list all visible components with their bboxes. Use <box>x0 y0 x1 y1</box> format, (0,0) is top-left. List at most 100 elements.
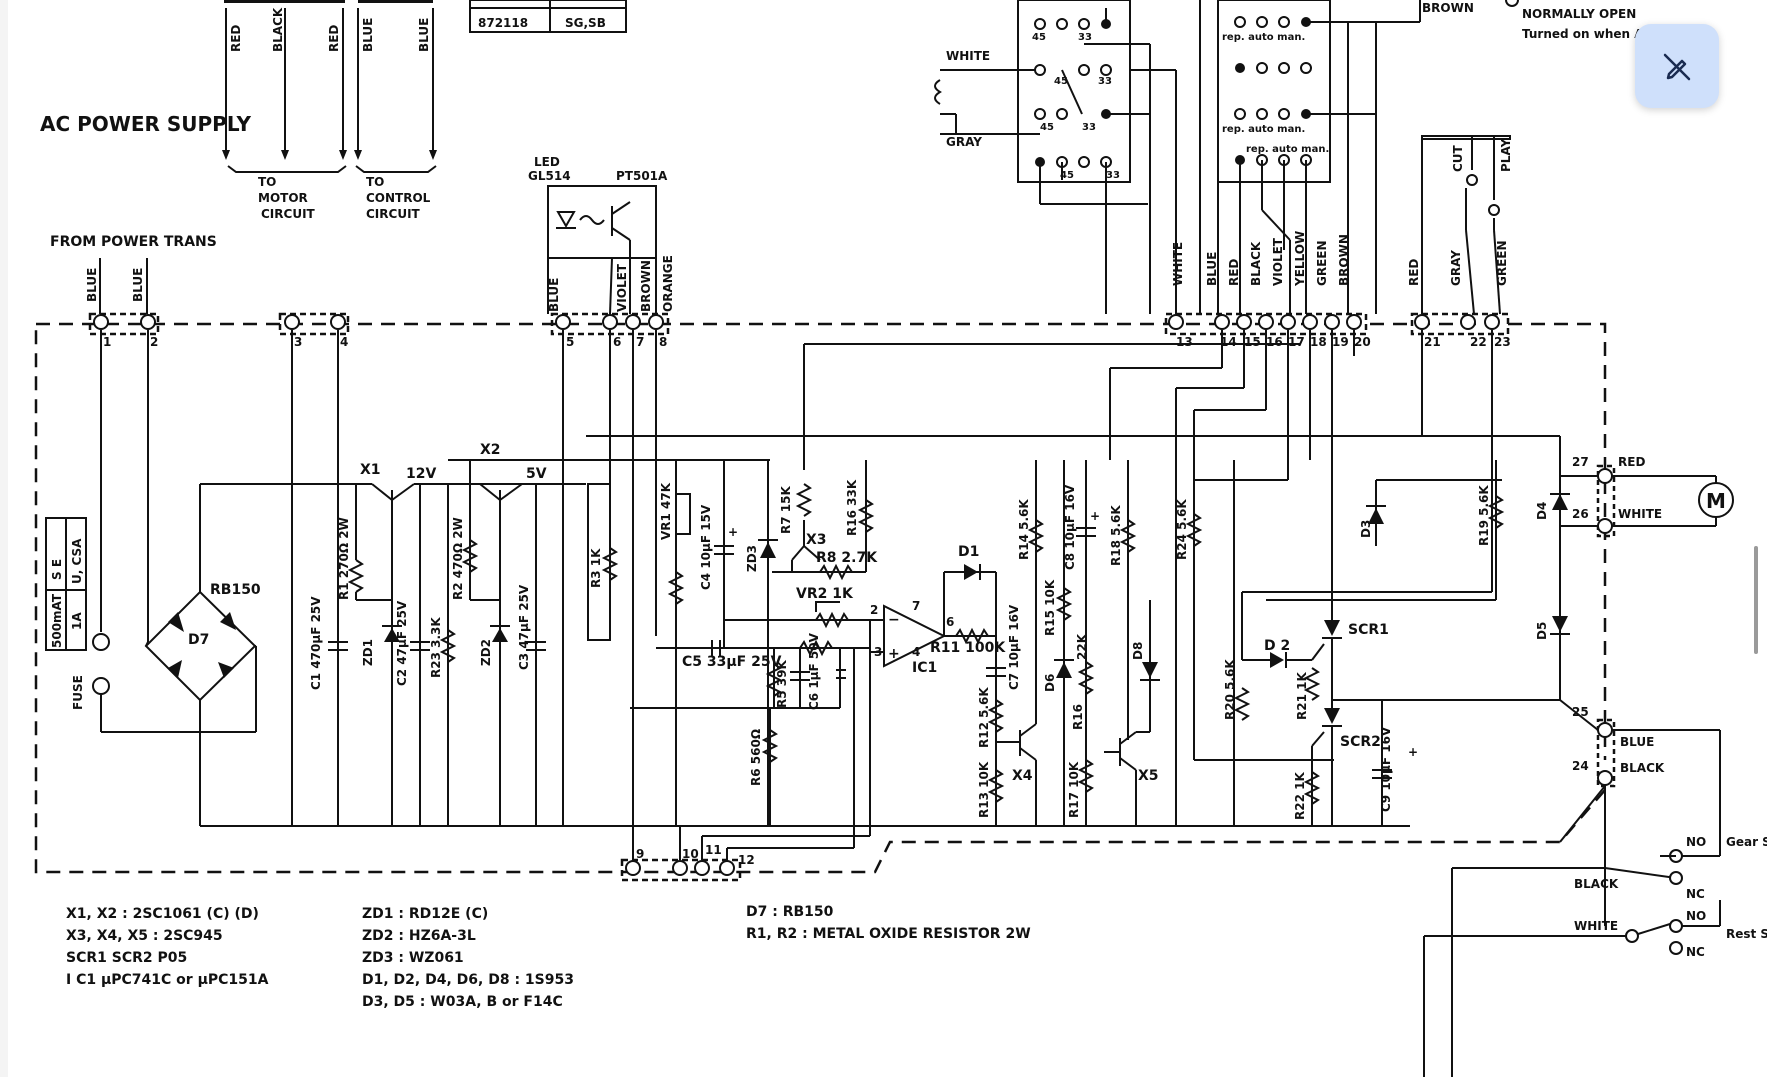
d8-label: D8 <box>1131 642 1145 660</box>
wire-gray-22: GRAY <box>1449 250 1463 286</box>
fuse-rating-1: 500mAT <box>50 593 64 648</box>
legend-col3-line2: R1, R2 : METAL OXIDE RESISTOR 2W <box>746 926 1031 942</box>
c6-label: C6 1μF 50V <box>807 632 821 710</box>
top-wire-blue-2: BLUE <box>417 18 431 52</box>
fuse-rating-3: S E <box>50 559 64 580</box>
capacitor-c2: C2 47μF 25V <box>395 484 430 826</box>
cut-label: CUT <box>1451 144 1465 172</box>
no-label-1: NO <box>1686 835 1706 849</box>
d1-label: D1 <box>958 544 979 560</box>
fuse: FUSE 500mAT 1A S E U, CSA <box>45 517 256 733</box>
bridge-rb150-label: RB150 <box>210 582 261 598</box>
led-part-label: GL514 <box>528 169 571 183</box>
top-wire-blue-1: BLUE <box>361 18 375 52</box>
x5-label: X5 <box>1138 768 1159 784</box>
c3-label: C3 47μF 25V <box>517 584 531 670</box>
legend-col2-line2: ZD2 : HZ6A-3L <box>362 928 476 944</box>
pin-9: 9 <box>636 847 644 861</box>
wire-blue-1: BLUE <box>85 268 99 302</box>
switch-white-label: WHITE <box>1574 919 1618 933</box>
d2-label: D 2 <box>1264 638 1290 654</box>
vr1-label: VR1 47K <box>659 482 673 540</box>
wire-black-16: BLACK <box>1249 241 1263 286</box>
wire-white-13: WHITE <box>1171 242 1185 286</box>
normally-open-text: NORMALLY OPEN <box>1522 7 1636 21</box>
pin-1: 1 <box>103 335 111 349</box>
motor-white-label: WHITE <box>1618 507 1662 521</box>
wire-brown: BROWN <box>639 260 653 312</box>
timing-section: R14 5.6K R15 10K D6 C8 10μF 16V + 22K R1… <box>1017 460 1160 826</box>
fuse-rating-4: U, CSA <box>70 538 84 584</box>
r6-label: R6 560Ω <box>749 729 763 786</box>
to-motor-3: CIRCUIT <box>261 207 316 221</box>
wire-red-21: RED <box>1407 259 1421 286</box>
c4-plus: + <box>728 525 738 539</box>
wire-violet: VIOLET <box>615 263 629 312</box>
r20-label: R20 5.6K <box>1223 659 1237 720</box>
to-motor-1: TO <box>258 175 276 189</box>
wire-green-19: GREEN <box>1315 240 1329 286</box>
pin-7: 7 <box>636 335 644 349</box>
wire-green-23: GREEN <box>1495 240 1509 286</box>
r16-label: R16 <box>1071 704 1085 730</box>
pt-part-label: PT501A <box>616 169 668 183</box>
r23-label: R23 3.3K <box>429 617 443 678</box>
annotate-toggle-button[interactable] <box>1635 24 1719 108</box>
k22-label: 22K <box>1075 633 1089 660</box>
connector-13-23: WHITE BLUE RED BLACK VIOLET YELLOW GREEN… <box>1109 231 1511 826</box>
top-wire-group: RED BLACK RED BLUE BLUE TO MOTOR CIRCUIT… <box>222 0 437 221</box>
brown-top-label: BROWN <box>1422 1 1474 15</box>
svg-text:2: 2 <box>870 603 878 617</box>
svg-text:45: 45 <box>1040 122 1054 133</box>
pin-4: 4 <box>340 335 348 349</box>
input-wires: BLUE BLUE 1 2 3 4 <box>85 258 348 826</box>
legend-col2-line5: D3, D5 : W03A, B or F14C <box>362 994 563 1010</box>
pin-25: 25 <box>1572 705 1589 719</box>
c4-label: C4 10μF 15V <box>699 504 713 590</box>
motor-symbol: M <box>1706 489 1726 513</box>
top-wire-red-2: RED <box>327 25 341 52</box>
selector-white-label: WHITE <box>946 49 990 63</box>
op-amp-ic1: − + 2 3 7 6 4 IC1 R11 100K D1 C7 10μF 16… <box>866 544 1037 826</box>
parts-legend: X1, X2 : 2SC1061 (C) (D) X3, X4, X5 : 2S… <box>66 904 1031 1010</box>
pin-5: 5 <box>566 335 574 349</box>
vertical-scrollbar[interactable] <box>1754 546 1758 654</box>
pin-2: 2 <box>150 335 158 349</box>
normally-open-note: NORMALLY OPEN Turned on when A <box>1505 0 1644 41</box>
pin-15: 15 <box>1244 335 1261 349</box>
part-table: 872118 SG,SB <box>469 0 627 33</box>
pin-22: 22 <box>1470 335 1487 349</box>
svg-text:+: + <box>1090 509 1100 523</box>
zd2-label: ZD2 <box>479 639 493 666</box>
x3-label: X3 <box>806 532 827 548</box>
v5-label: 5V <box>526 466 547 482</box>
c9-label: C9 10μF 16V <box>1379 726 1393 812</box>
svg-text:33: 33 <box>1106 170 1120 181</box>
legend-col1-line2: X3, X4, X5 : 2SC945 <box>66 928 223 944</box>
d6-label: D6 <box>1043 674 1057 692</box>
to-control-1: TO <box>366 175 384 189</box>
selector-switch-block: WHITE GRAY 45 33 45 33 45 33 45 33 <box>934 0 1474 314</box>
pin-6: 6 <box>613 335 621 349</box>
r24-label: R24 5.6K <box>1175 499 1189 560</box>
x2-label: X2 <box>480 442 501 458</box>
x1-label: X1 <box>360 462 381 478</box>
r13-label: R13 10K <box>977 761 991 818</box>
pin-12: 12 <box>738 853 755 867</box>
zener-zd1: ZD1 <box>361 600 402 826</box>
fuse-rating-2: 1A <box>70 612 84 630</box>
regulator-x2: X2 5V R2 470Ω 2W <box>448 442 770 826</box>
pin-21: 21 <box>1424 335 1441 349</box>
no-label-2: NO <box>1686 909 1706 923</box>
play-label: PLAY <box>1499 138 1513 172</box>
wire-blue-14: BLUE <box>1205 252 1219 286</box>
bridge-rectifier: RB150 D7 <box>144 483 356 826</box>
legend-col2-line1: ZD1 : RD12E (C) <box>362 906 488 922</box>
motor-red-label: RED <box>1618 455 1645 469</box>
part-table-value: SG,SB <box>565 16 606 30</box>
r22-label: R22 1K <box>1293 772 1307 820</box>
legend-col3-line1: D7 : RB150 <box>746 904 834 920</box>
resistor-r23: R23 3.3K <box>429 484 457 826</box>
r3-label: R3 1K <box>589 548 603 588</box>
connector-9-12: 9 10 11 12 <box>625 826 870 876</box>
